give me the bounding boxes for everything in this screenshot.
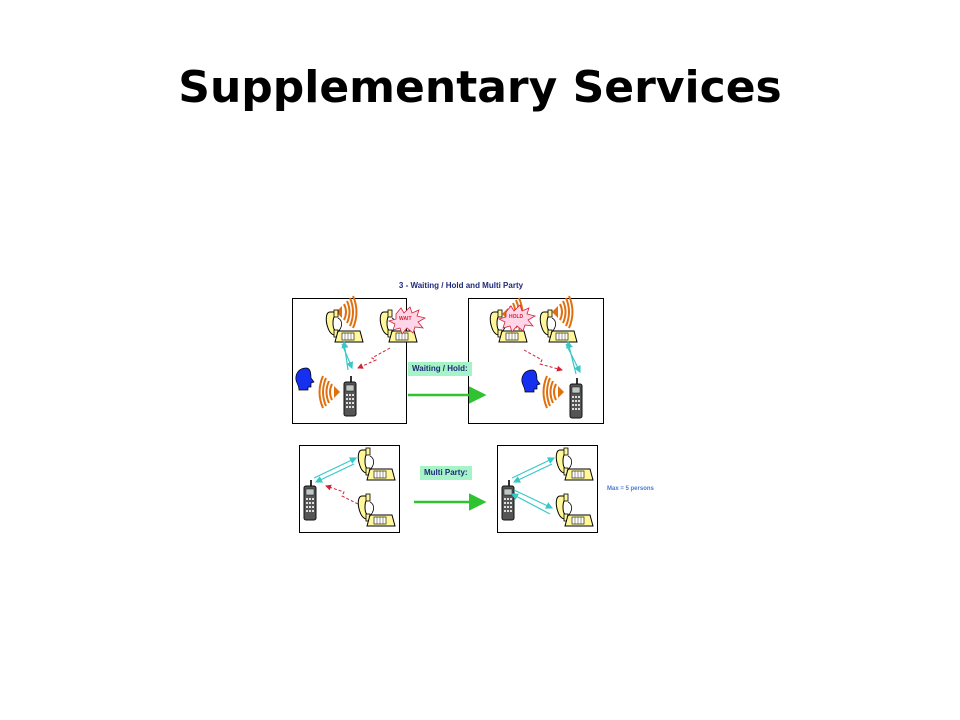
head-silhouette-icon xyxy=(521,369,541,393)
multi-party-label: Multi Party: xyxy=(420,466,472,480)
desk-phone-icon xyxy=(325,309,364,343)
mobile-phone-icon xyxy=(303,479,317,521)
desk-phone-icon xyxy=(555,493,594,527)
figure-title: 3 - Waiting / Hold and Multi Party xyxy=(398,281,524,290)
desk-phone-icon xyxy=(357,447,396,481)
max-persons-note: Max = 5 persons xyxy=(607,486,654,492)
page-title: Supplementary Services xyxy=(178,62,782,113)
mobile-phone-icon xyxy=(501,479,515,521)
figure-artwork xyxy=(295,295,594,527)
head-silhouette-icon xyxy=(295,367,315,391)
speaker-waves-icon xyxy=(551,295,574,329)
desk-phone-icon xyxy=(555,447,594,481)
mobile-phone-icon xyxy=(569,377,583,419)
speaker-waves-icon xyxy=(542,375,565,409)
hold-bubble-text: HOLD xyxy=(509,314,524,320)
services-figure: 3 - Waiting / Hold and Multi Party xyxy=(286,276,686,540)
speaker-waves-icon xyxy=(318,375,341,409)
mobile-phone-icon xyxy=(343,375,357,417)
wait-bubble-text: WAIT xyxy=(399,316,412,322)
desk-phone-icon xyxy=(357,493,396,527)
speaker-waves-icon xyxy=(335,295,358,329)
burst-bubble-icon xyxy=(497,304,537,333)
waiting-hold-label: Waiting / Hold: xyxy=(408,362,472,376)
burst-bubble-icon xyxy=(387,306,427,335)
